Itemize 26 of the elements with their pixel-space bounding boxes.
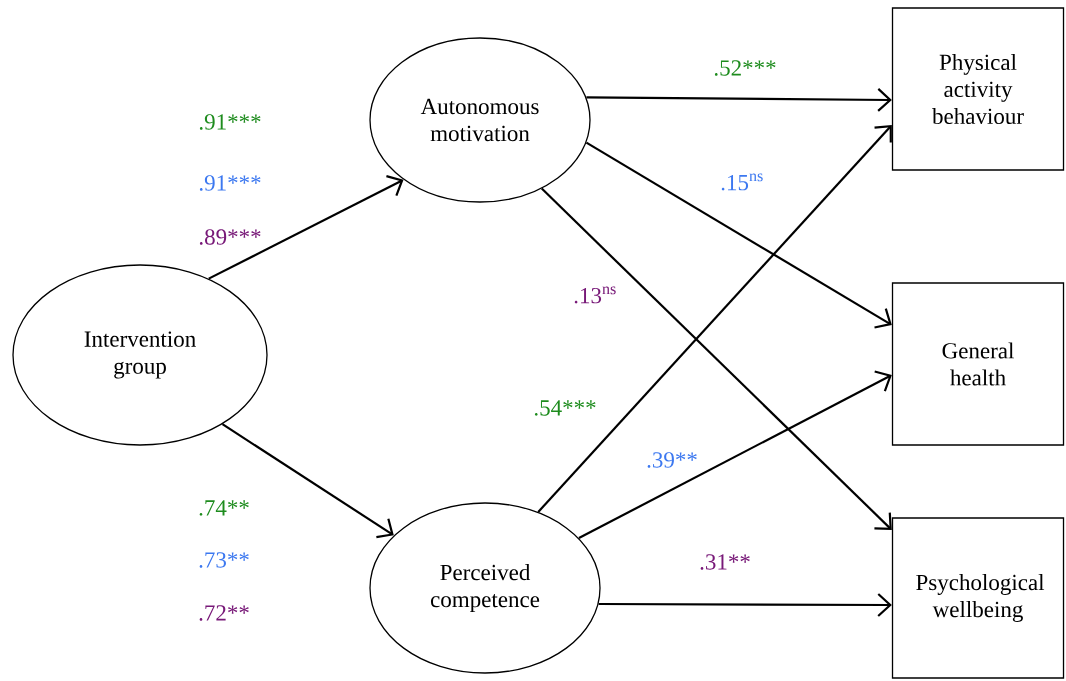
arrow <box>537 125 892 513</box>
path-coefficient: .52*** <box>714 60 776 76</box>
arrow <box>541 187 892 530</box>
outcome-box: Physical activity behaviour <box>891 7 1065 171</box>
path-coefficient: .91*** <box>199 114 261 130</box>
arrow <box>598 593 892 617</box>
arrow <box>208 175 404 280</box>
ellipse-node: Perceived competence <box>369 502 601 674</box>
path-coefficient: .39** <box>647 452 697 468</box>
arrow <box>578 370 892 540</box>
path-coefficient: .13$^{ns}$ <box>574 286 616 304</box>
path-coefficient: .74** <box>199 500 249 516</box>
path-coefficient: .73** <box>199 552 249 568</box>
path-coefficient: .91*** <box>199 175 261 191</box>
path-coefficient: .31** <box>700 554 750 570</box>
path-coefficient: .89*** <box>199 229 261 245</box>
outcome-box: Psychological wellbeing <box>891 517 1065 679</box>
path-coefficient: .15$^{ns}$ <box>721 173 763 191</box>
arrow <box>586 88 892 112</box>
outcome-box: General health <box>891 282 1065 446</box>
ellipse-node: Autonomous motivation <box>369 37 591 203</box>
path-coefficient: .54*** <box>534 400 596 416</box>
path-coefficient: .72** <box>199 605 249 621</box>
ellipse-node: Intervention group <box>12 264 268 446</box>
arrow <box>221 423 394 539</box>
arrow <box>585 141 892 329</box>
